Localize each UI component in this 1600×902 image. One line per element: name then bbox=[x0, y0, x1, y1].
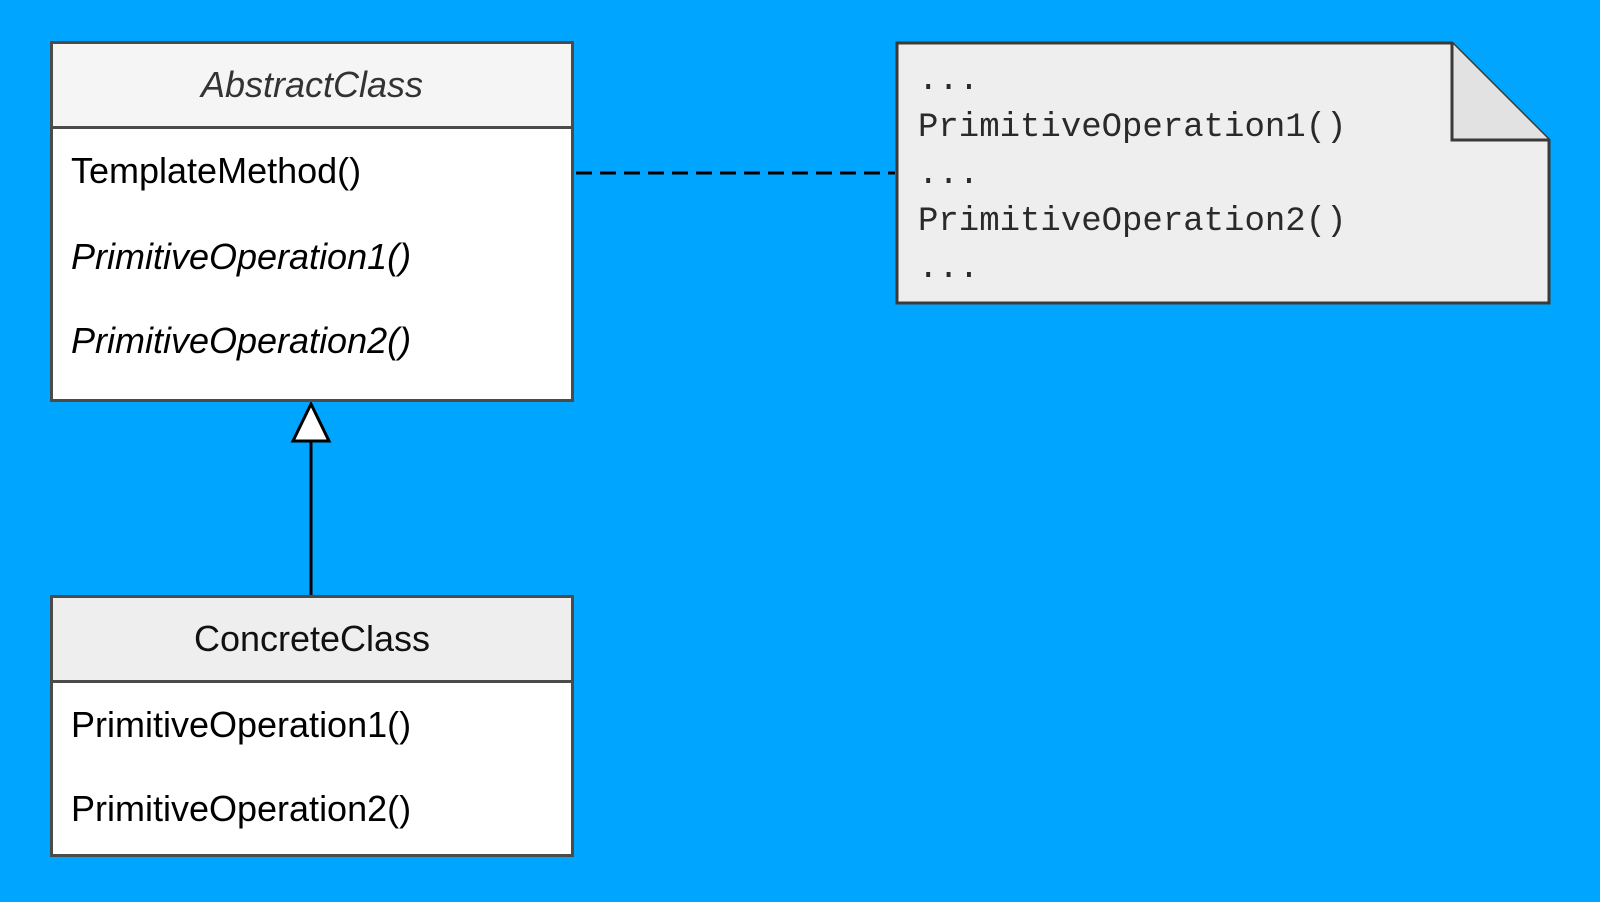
note-line-5: ... bbox=[918, 250, 980, 288]
concrete-class-name: ConcreteClass bbox=[53, 598, 571, 683]
abstract-class-name: AbstractClass bbox=[53, 44, 571, 129]
abstract-op-primitive-operation-1: PrimitiveOperation1() bbox=[71, 236, 412, 277]
note-line-2: PrimitiveOperation1() bbox=[918, 109, 1347, 147]
abstract-class-box[interactable]: AbstractClass TemplateMethod() Primitive… bbox=[50, 41, 574, 402]
concrete-class-operations: PrimitiveOperation1() PrimitiveOperation… bbox=[53, 683, 571, 851]
abstract-class-operations: TemplateMethod() PrimitiveOperation1() P… bbox=[53, 129, 571, 383]
note-line-3: ... bbox=[918, 156, 980, 194]
note-shape bbox=[895, 41, 1551, 305]
concrete-op-primitive-operation-2: PrimitiveOperation2() bbox=[71, 788, 412, 829]
note-text[interactable]: ... PrimitiveOperation1() ... PrimitiveO… bbox=[918, 58, 1346, 293]
note-fold-corner bbox=[1450, 43, 1549, 142]
abstract-op-template-method: TemplateMethod() bbox=[71, 150, 362, 191]
note-line-1: ... bbox=[918, 62, 980, 100]
concrete-class-box[interactable]: ConcreteClass PrimitiveOperation1() Prim… bbox=[50, 595, 574, 857]
concrete-op-primitive-operation-1: PrimitiveOperation1() bbox=[71, 704, 412, 745]
abstract-op-primitive-operation-2: PrimitiveOperation2() bbox=[71, 320, 412, 361]
generalization-arrowhead bbox=[290, 400, 332, 443]
note-line-4: PrimitiveOperation2() bbox=[918, 203, 1347, 241]
